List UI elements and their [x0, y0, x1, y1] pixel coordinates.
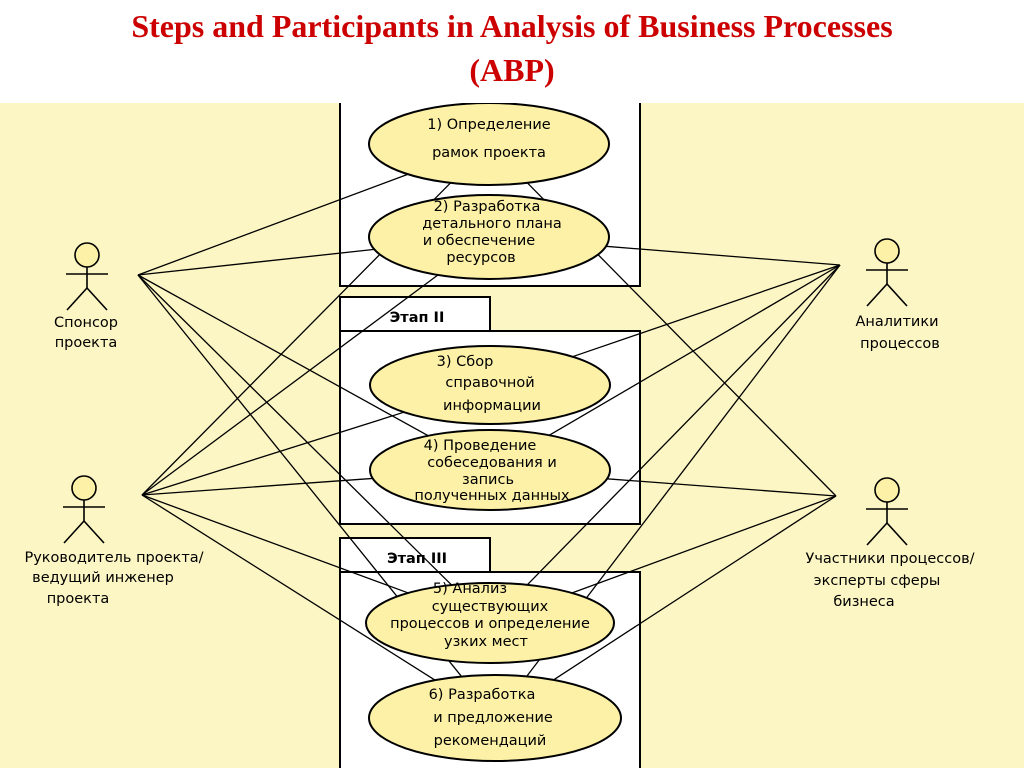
use-case-5-line: узких мест	[444, 634, 528, 650]
use-case-1[interactable]: 1) Определение рамок проекта	[368, 103, 610, 186]
use-case-5[interactable]: 5) Анализ существующих процессов и опред…	[365, 581, 615, 664]
stage-3-label: Этап III	[387, 551, 447, 567]
use-case-3[interactable]: 3) Сбор справочной информации	[369, 345, 611, 425]
use-case-6-ellipse[interactable]	[368, 674, 622, 762]
association-line	[526, 264, 841, 586]
abp-use-case-diagram: Этап II Этап III 1) Определение рамок пр…	[0, 103, 1024, 768]
use-case-2-line: 2) Разработка	[434, 199, 541, 215]
use-case-4-line: полученных данных	[414, 488, 570, 504]
actor-label-line: ведущий инженер	[32, 570, 174, 586]
actor-stick-figure-icon	[66, 242, 108, 311]
association-line	[141, 494, 436, 681]
actor-label-line: процессов	[860, 336, 940, 352]
actor-label-line: Участники процессов/	[806, 551, 975, 567]
use-case-1-line: рамок проекта	[432, 145, 546, 161]
use-case-6-line: 6) Разработка	[429, 687, 536, 703]
use-case-2-line: ресурсов	[446, 250, 515, 266]
use-case-3-line: справочной	[445, 375, 534, 391]
actor-label-line: эксперты сферы	[814, 573, 941, 589]
use-case-3-line: 3) Сбор	[437, 354, 494, 370]
use-case-4-line: 4) Проведение	[424, 438, 537, 454]
association-line	[571, 495, 837, 594]
actor-process-participants[interactable]: Участники процессов/ эксперты сферы бизн…	[806, 477, 975, 610]
use-case-3-ellipse[interactable]	[369, 345, 611, 425]
actor-process-analysts[interactable]: Аналитики процессов	[855, 238, 940, 352]
association-line	[137, 173, 409, 276]
use-case-3-line: информации	[443, 398, 541, 414]
actor-stick-figure-icon	[63, 475, 105, 544]
association-line	[605, 245, 841, 266]
title-line-1: Steps and Participants in Analysis of Bu…	[131, 8, 893, 44]
association-line	[549, 264, 841, 436]
use-case-4-line: собеседования и	[427, 455, 557, 471]
actor-stick-figure-icon	[866, 477, 908, 546]
actor-label-line: Руководитель проекта/	[24, 550, 203, 566]
actor-project-manager[interactable]: Руководитель проекта/ ведущий инженер пр…	[24, 475, 204, 607]
association-lines	[137, 173, 841, 681]
association-line	[141, 477, 373, 496]
use-case-2-line: детального плана	[422, 216, 562, 232]
use-case-4-ellipse[interactable]	[369, 429, 611, 511]
association-line	[141, 274, 439, 496]
association-line	[137, 274, 452, 586]
association-line	[607, 478, 837, 497]
actor-label-line: Спонсор	[54, 315, 118, 331]
use-case-5-line: процессов и определение	[390, 616, 590, 632]
use-case-4[interactable]: 4) Проведение собеседования и запись пол…	[369, 429, 611, 511]
actor-stick-figure-icon	[866, 238, 908, 307]
actor-project-sponsor[interactable]: Спонсор проекта	[54, 242, 118, 351]
use-case-1-line: 1) Определение	[427, 117, 551, 133]
actor-label-line: проекта	[55, 335, 118, 351]
actor-label-line: проекта	[47, 591, 110, 607]
use-case-5-line: 5) Анализ	[433, 581, 507, 597]
association-line	[572, 264, 841, 358]
use-case-5-line: существующих	[432, 599, 549, 615]
use-case-6[interactable]: 6) Разработка и предложение рекомендаций	[368, 674, 622, 762]
association-line	[553, 495, 837, 681]
use-case-6-line: и предложение	[433, 710, 553, 726]
use-case-2-ellipse[interactable]	[368, 194, 610, 280]
use-case-2-line: и обеспечение	[423, 233, 536, 249]
title-line-2: (ABP)	[469, 52, 555, 88]
stage-2-label: Этап II	[390, 310, 445, 326]
actor-label-line: Аналитики	[855, 314, 938, 330]
use-case-5-ellipse[interactable]	[365, 582, 615, 664]
association-line	[137, 274, 429, 437]
page-title: Steps and Participants in Analysis of Bu…	[0, 4, 1024, 92]
association-line	[141, 494, 409, 594]
use-case-6-line: рекомендаций	[434, 733, 547, 749]
actor-label-line: бизнеса	[833, 594, 894, 610]
association-line	[141, 411, 405, 496]
use-case-1-ellipse[interactable]	[368, 103, 610, 186]
use-case-4-line: запись	[462, 472, 514, 488]
association-line	[137, 248, 375, 276]
use-case-2[interactable]: 2) Разработка детального плана и обеспеч…	[368, 194, 610, 280]
